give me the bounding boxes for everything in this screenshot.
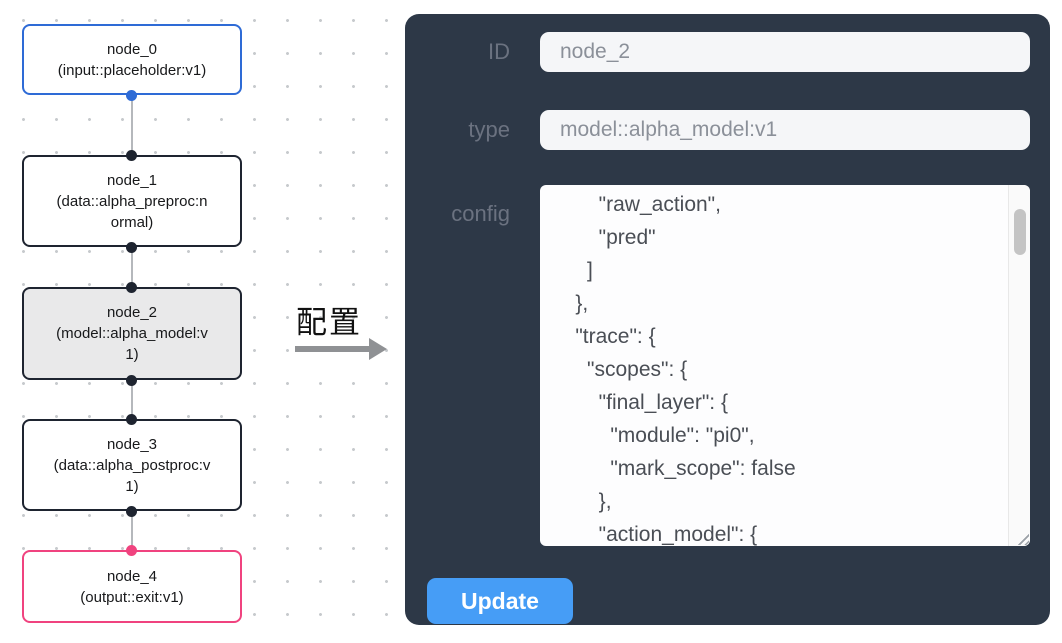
config-json-content: "raw_action", "pred" ] }, "trace": { "sc… bbox=[575, 193, 796, 546]
config-field-label: config bbox=[451, 201, 510, 226]
flow-node-node_0[interactable]: node_0 (input::placeholder:v1) bbox=[22, 24, 242, 95]
config-annotation-label: 配置 bbox=[296, 305, 362, 340]
node-subtitle: (input::placeholder:v1) bbox=[57, 61, 207, 79]
flow-node-node_1[interactable]: node_1 (data::alpha_preproc:normal) bbox=[22, 155, 242, 247]
config-scrollbar-thumb[interactable] bbox=[1014, 209, 1026, 255]
node-config-panel: ID type config "raw_action", "pred" ] },… bbox=[405, 14, 1050, 625]
node2-source-handle[interactable] bbox=[126, 375, 137, 386]
node3-target-handle[interactable] bbox=[126, 414, 137, 425]
type-input[interactable] bbox=[540, 110, 1030, 150]
flow-node-node_3[interactable]: node_3 (data::alpha_postproc:v1) bbox=[22, 419, 242, 511]
node1-target-handle[interactable] bbox=[126, 150, 137, 161]
node-subtitle: (data::alpha_preproc:normal) bbox=[56, 192, 208, 231]
node-title: node_4 bbox=[106, 567, 158, 585]
arrow-right-icon bbox=[295, 338, 391, 360]
id-input[interactable] bbox=[540, 32, 1030, 72]
config-json-textarea[interactable]: "raw_action", "pred" ] }, "trace": { "sc… bbox=[540, 185, 1030, 546]
id-field-label: ID bbox=[488, 39, 510, 64]
node-subtitle: (model::alpha_model:v1) bbox=[56, 325, 208, 363]
edge-node1-node2 bbox=[131, 247, 133, 287]
type-field-label: type bbox=[468, 117, 510, 142]
node-title: node_1 bbox=[106, 171, 158, 189]
node-subtitle: (output::exit:v1) bbox=[80, 588, 184, 606]
edge-node3-node4 bbox=[131, 511, 133, 550]
edge-node0-node1 bbox=[131, 95, 133, 155]
flow-node-node_2[interactable]: node_2 (model::alpha_model:v1) bbox=[22, 287, 242, 380]
node0-source-handle[interactable] bbox=[126, 90, 137, 101]
node-title: node_0 bbox=[106, 40, 158, 58]
config-scrollbar-track[interactable] bbox=[1008, 185, 1030, 546]
node-subtitle: (data::alpha_postproc:v1) bbox=[53, 456, 211, 495]
edge-node2-node3 bbox=[131, 380, 133, 419]
node-title: node_2 bbox=[106, 304, 158, 321]
node2-target-handle[interactable] bbox=[126, 282, 137, 293]
flow-node-node_4[interactable]: node_4 (output::exit:v1) bbox=[22, 550, 242, 623]
node1-source-handle[interactable] bbox=[126, 242, 137, 253]
node-title: node_3 bbox=[106, 435, 158, 453]
update-button[interactable]: Update bbox=[427, 578, 573, 624]
node3-source-handle[interactable] bbox=[126, 506, 137, 517]
node4-target-handle[interactable] bbox=[126, 545, 137, 556]
